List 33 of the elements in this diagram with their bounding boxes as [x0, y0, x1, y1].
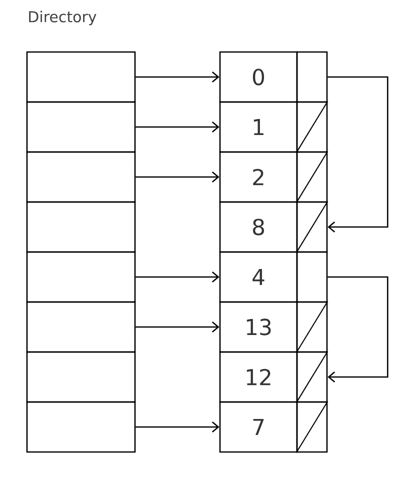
value-cell: 2 — [219, 151, 298, 203]
pointer-cell — [296, 351, 328, 403]
directory-cell — [26, 401, 136, 453]
pointer-cell — [296, 201, 328, 253]
arrow — [136, 172, 220, 182]
directory-cell — [26, 101, 136, 153]
value-cell: 13 — [219, 301, 298, 353]
value-cell: 1 — [219, 101, 298, 153]
pointer-cell — [296, 151, 328, 203]
arrow — [136, 122, 220, 132]
pointer-cell — [296, 51, 328, 103]
pointer-cell — [296, 251, 328, 303]
directory-cell — [26, 51, 136, 103]
title: Directory — [29, 10, 96, 26]
directory-cell — [26, 151, 136, 203]
value-cell: 7 — [219, 401, 298, 453]
value-cell: 8 — [219, 201, 298, 253]
arrow — [136, 72, 220, 82]
directory-cell — [26, 351, 136, 403]
arrow — [136, 322, 220, 332]
arrow — [136, 272, 220, 282]
pointer-cell — [296, 301, 328, 353]
value-cell: 0 — [219, 51, 298, 103]
arrow — [328, 276, 388, 382]
pointer-cell — [296, 101, 328, 153]
directory-cell — [26, 251, 136, 303]
pointer-cell — [296, 401, 328, 453]
value-cell: 4 — [219, 251, 298, 303]
value-cell: 12 — [219, 351, 298, 403]
arrow — [328, 76, 388, 232]
directory-cell — [26, 201, 136, 253]
arrow — [136, 422, 220, 432]
directory-cell — [26, 301, 136, 353]
